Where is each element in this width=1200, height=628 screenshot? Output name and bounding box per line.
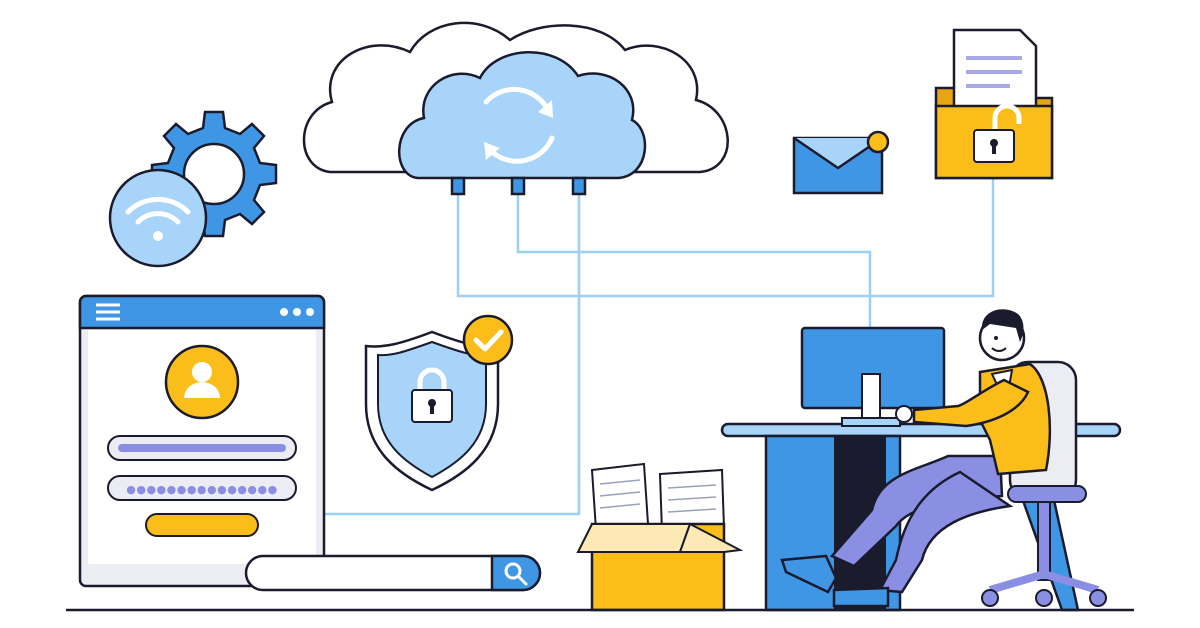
person-at-desk <box>780 309 1052 608</box>
box-icon <box>576 462 744 612</box>
check-badge-icon <box>462 314 514 366</box>
user-avatar-icon <box>164 344 240 420</box>
login-window: ●●●●●●●●●●●●●●● <box>78 294 326 588</box>
username-field[interactable] <box>107 435 297 461</box>
more-dots-icon[interactable] <box>280 308 314 316</box>
folder-unlock-icon <box>934 28 1054 180</box>
submit-button[interactable] <box>145 513 259 537</box>
search-button[interactable] <box>490 554 542 592</box>
menu-icon[interactable] <box>96 303 120 321</box>
shield-lock-icon <box>364 314 514 492</box>
cloud-sync-icon <box>302 21 729 196</box>
document-icon <box>952 28 1038 130</box>
password-field[interactable]: ●●●●●●●●●●●●●●● <box>107 475 297 501</box>
notification-dot-icon <box>866 130 890 154</box>
network-connectors <box>324 178 995 516</box>
search-bar <box>244 554 542 592</box>
wifi-icon <box>108 168 208 268</box>
password-value: ●●●●●●●●●●●●●●● <box>126 483 277 496</box>
mail-icon <box>792 130 890 195</box>
search-icon <box>504 562 528 586</box>
monitor-icon <box>800 326 946 427</box>
